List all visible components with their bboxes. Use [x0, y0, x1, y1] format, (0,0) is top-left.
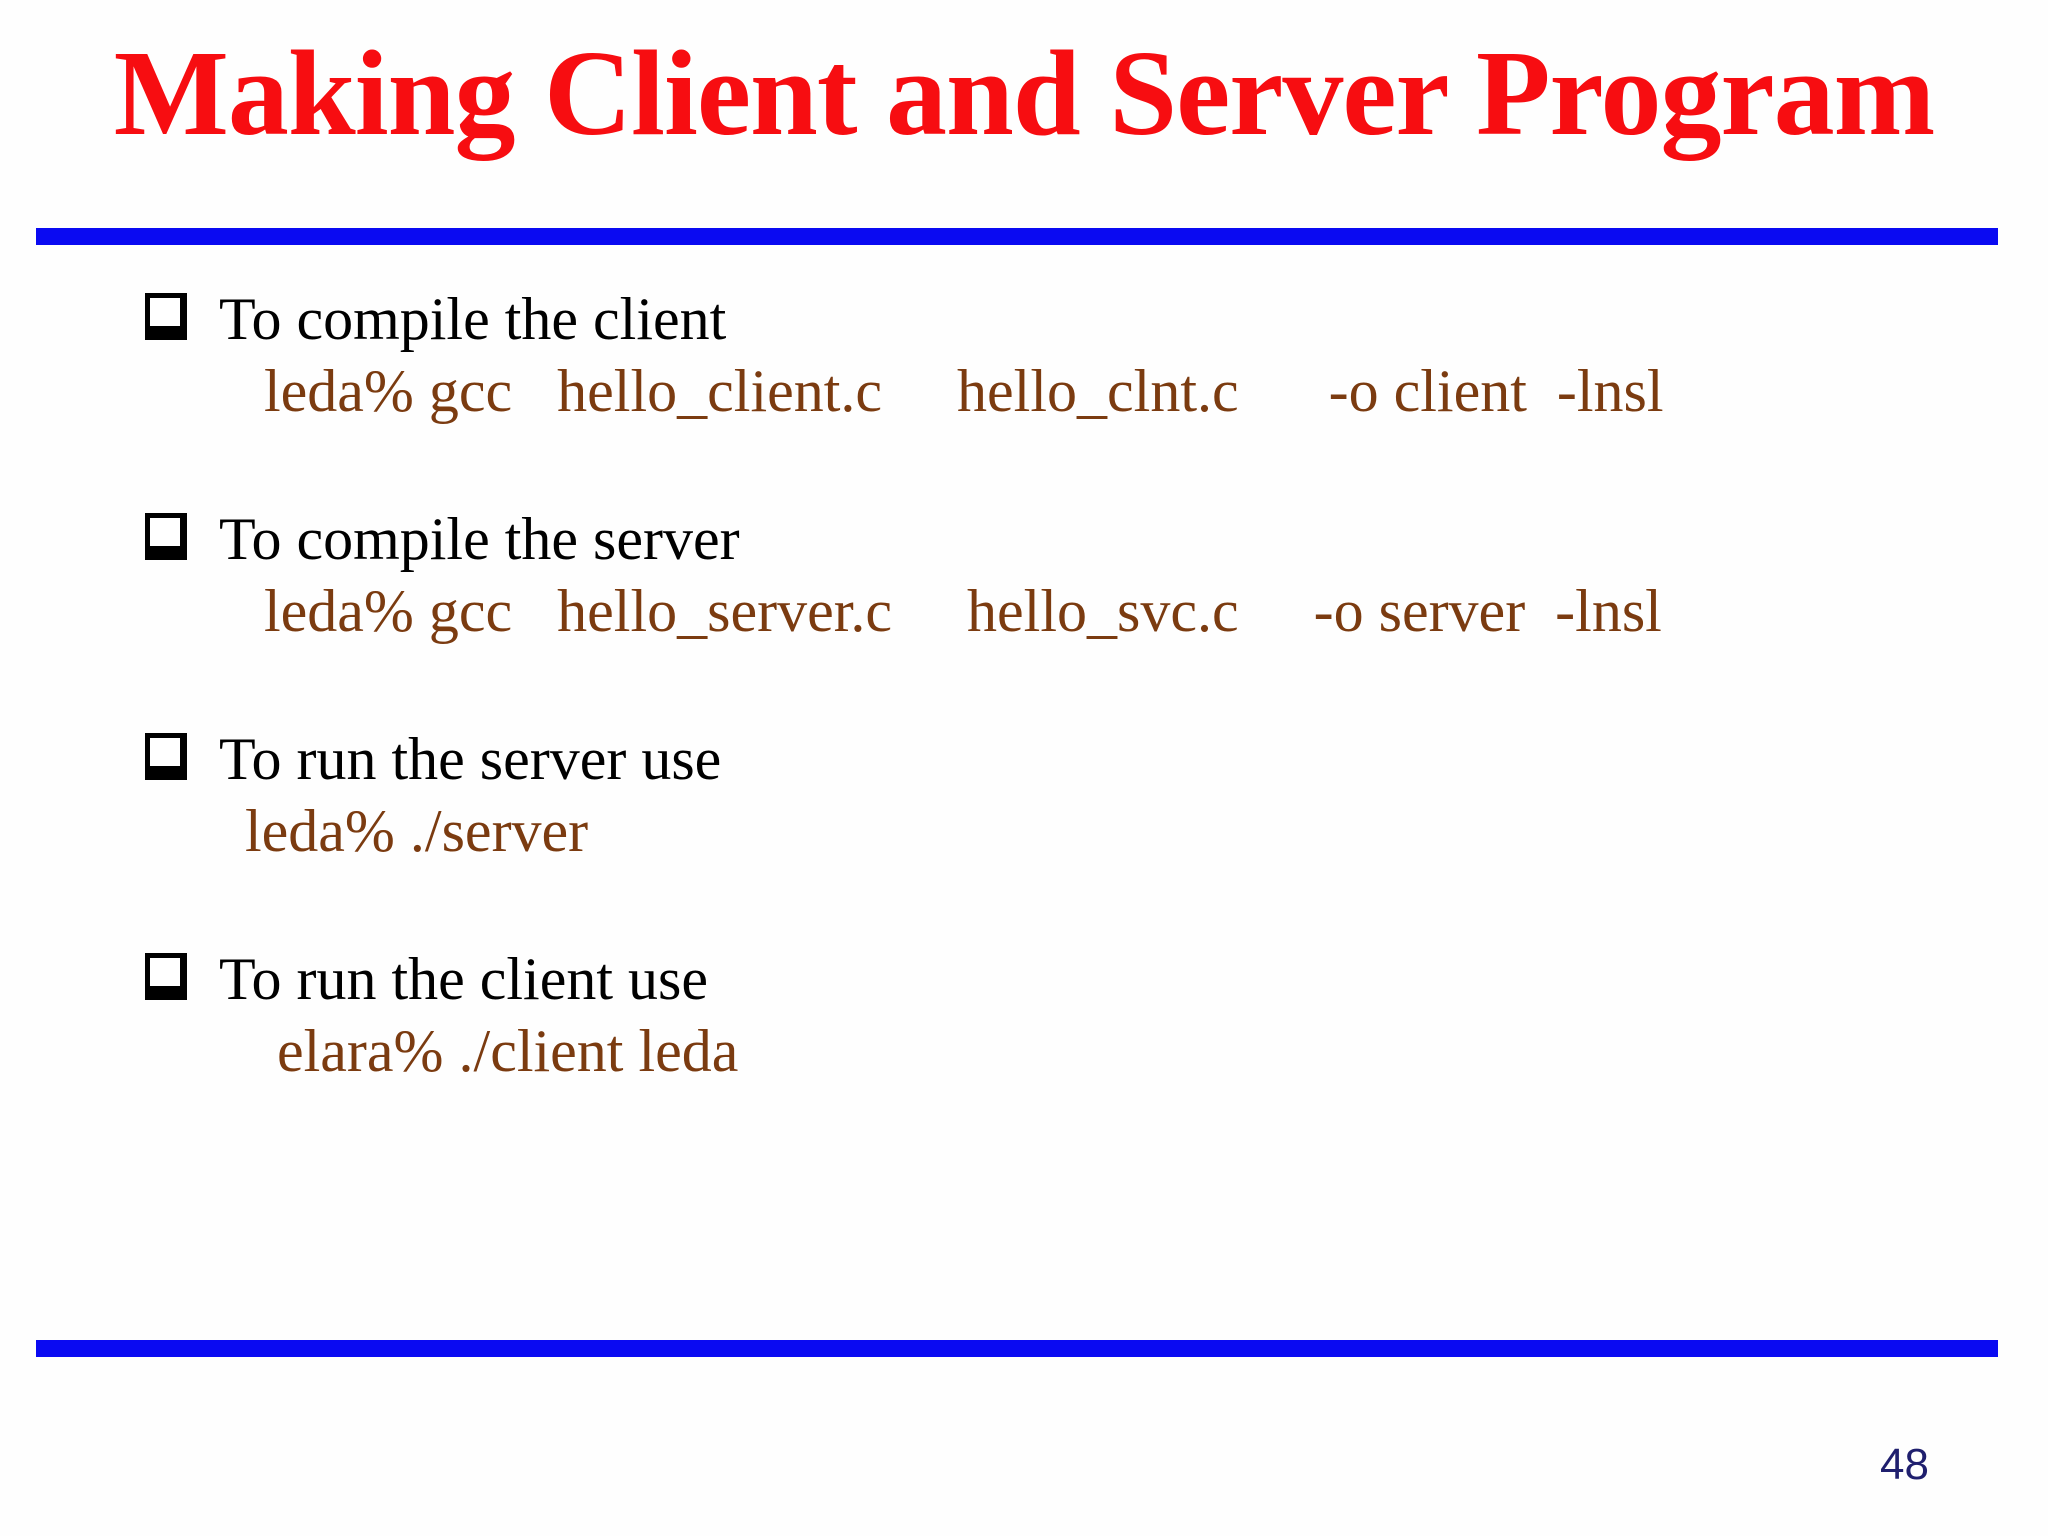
- command-line: leda% ./server: [245, 798, 589, 864]
- section-compile-server: To compile the server leda% gcc hello_se…: [145, 503, 2005, 647]
- slide-body: To compile the client leda% gcc hello_cl…: [145, 283, 2005, 1163]
- checkbox-bullet-icon: [145, 733, 187, 780]
- bullet-row: To run the client use: [145, 943, 2005, 1015]
- section-run-server: To run the server use leda% ./server: [145, 723, 2005, 867]
- bullet-row: To run the server use: [145, 723, 2005, 795]
- command-line: elara% ./client leda: [277, 1018, 739, 1084]
- footer-divider-rule: [36, 1340, 1998, 1357]
- section-compile-client: To compile the client leda% gcc hello_cl…: [145, 283, 2005, 427]
- section-heading: To run the server use: [219, 726, 722, 792]
- command-line: leda% gcc hello_client.c hello_clnt.c -o…: [264, 358, 1664, 424]
- checkbox-bullet-icon: [145, 513, 187, 560]
- bullet-row: To compile the client: [145, 283, 2005, 355]
- page-number: 48: [1880, 1440, 1929, 1489]
- section-run-client: To run the client use elara% ./client le…: [145, 943, 2005, 1087]
- section-heading: To compile the client: [219, 286, 727, 352]
- command-line: leda% gcc hello_server.c hello_svc.c -o …: [264, 578, 1662, 644]
- bullet-row: To compile the server: [145, 503, 2005, 575]
- checkbox-bullet-icon: [145, 293, 187, 340]
- checkbox-bullet-icon: [145, 953, 187, 1000]
- section-heading: To run the client use: [219, 946, 708, 1012]
- slide-title: Making Client and Server Program: [113, 26, 1935, 161]
- section-heading: To compile the server: [219, 506, 740, 572]
- title-divider-rule: [36, 228, 1998, 245]
